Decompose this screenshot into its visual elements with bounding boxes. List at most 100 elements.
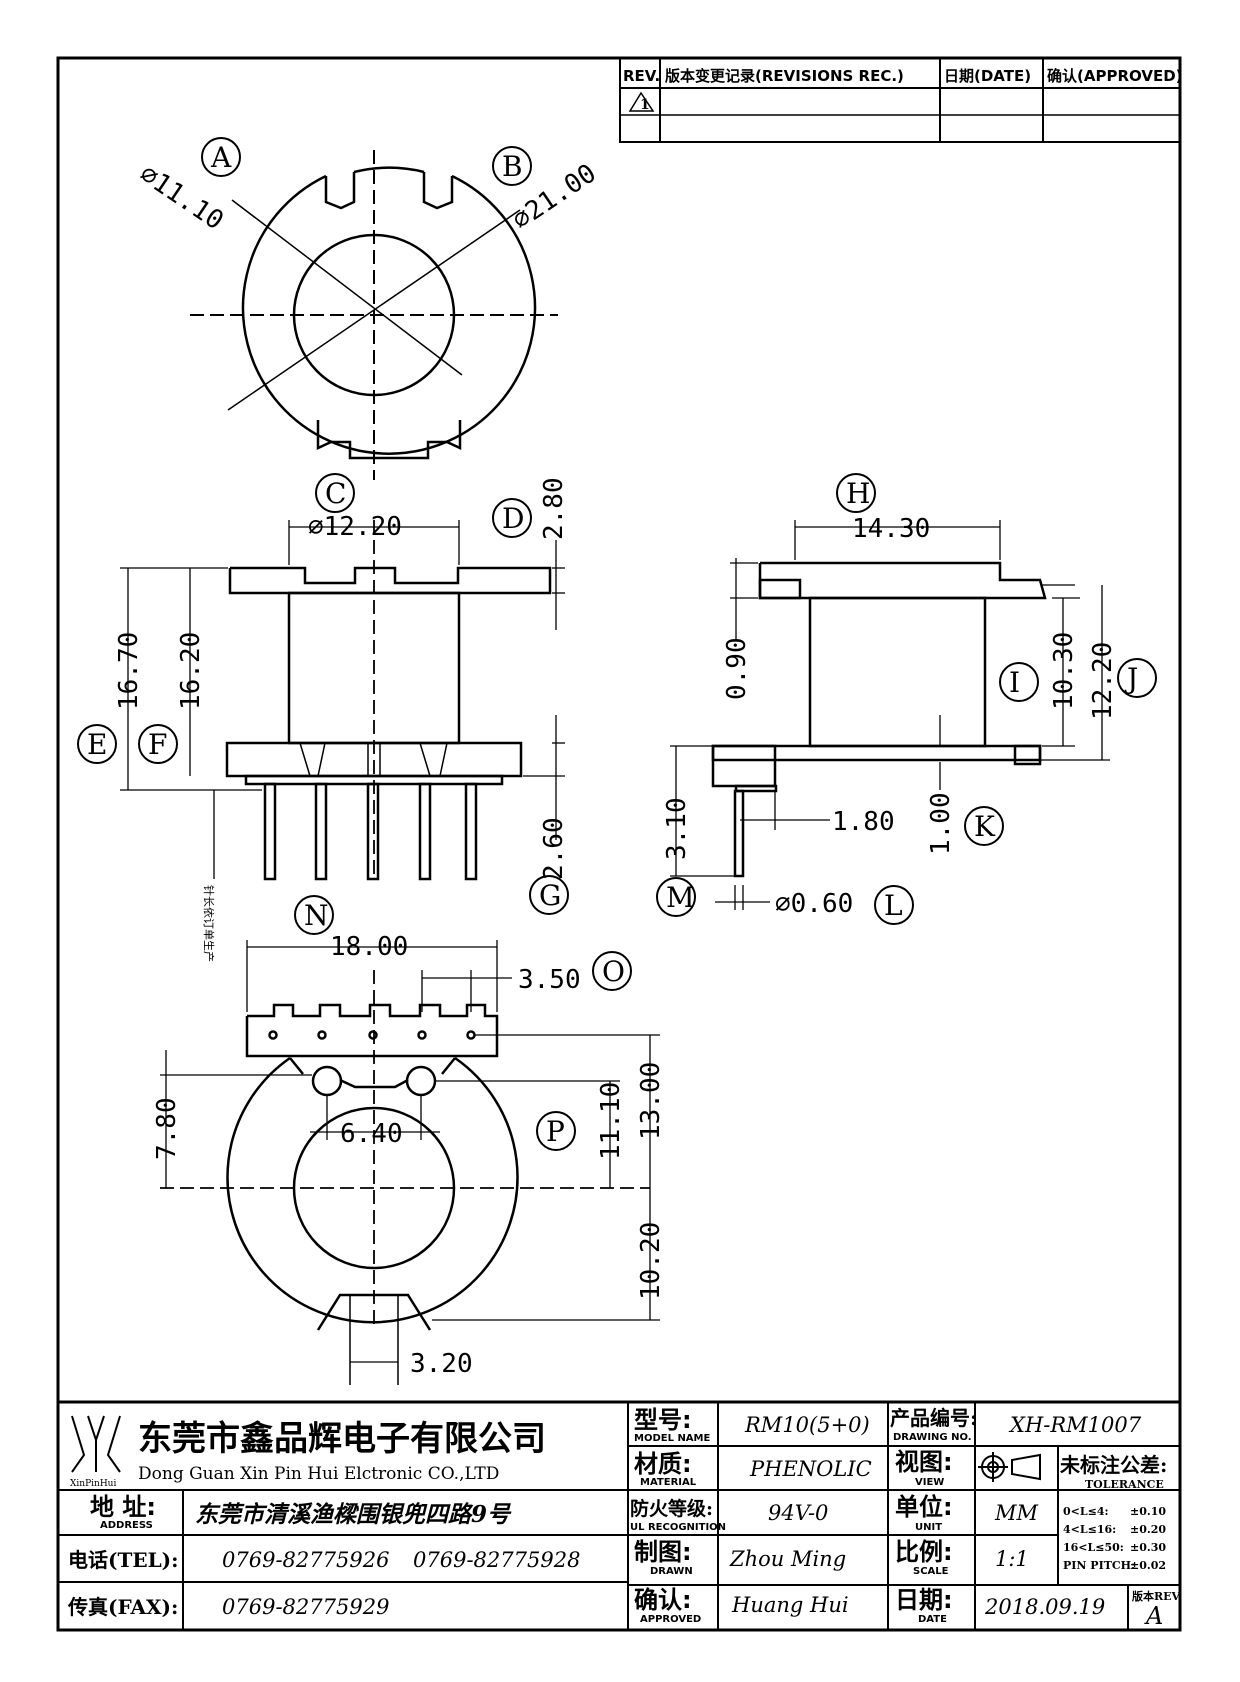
label-m: M xyxy=(666,881,695,914)
dim-upper-height: 11.10 xyxy=(596,1082,626,1160)
dim-flange-thickness: 2.80 xyxy=(539,477,569,540)
revision-mark: 1 xyxy=(640,97,650,113)
material-label-en: MATERIAL xyxy=(640,1477,697,1488)
label-a: A xyxy=(210,141,232,174)
label-o: O xyxy=(602,955,625,988)
version-label: 版本REV. xyxy=(1132,1589,1182,1603)
approved-label: 确认: xyxy=(634,1586,692,1614)
company-name-en: Dong Guan Xin Pin Hui Elctronic CO.,LTD xyxy=(138,1464,499,1484)
tolerance-value-2: ±0.20 xyxy=(1130,1523,1166,1536)
material-label: 材质: xyxy=(634,1450,692,1478)
drawing-no-label-en: DRAWING NO. xyxy=(893,1432,972,1443)
label-k: K xyxy=(974,810,996,843)
model-label-en: MODEL NAME xyxy=(634,1433,710,1444)
flame-label: 防火等级: xyxy=(630,1497,713,1520)
rev-header: REV. xyxy=(623,67,660,85)
approved-value: Huang Hui xyxy=(731,1593,849,1617)
fax-label: 传真(FAX): xyxy=(67,1595,178,1619)
bottom-view xyxy=(160,940,660,1385)
flame-value: 94V-0 xyxy=(768,1501,828,1525)
unit-value: MM xyxy=(994,1501,1039,1525)
dim-barrel-diameter: ⌀12.20 xyxy=(308,512,402,542)
label-h: H xyxy=(846,477,870,510)
revision-triangle-icon xyxy=(628,91,655,112)
flame-label-en: UL RECOGNITION xyxy=(630,1522,726,1533)
version-value: A xyxy=(1144,1602,1163,1630)
label-f: F xyxy=(148,728,167,761)
label-n: N xyxy=(304,899,329,932)
scale-label-en: SCALE xyxy=(913,1566,949,1577)
address-label-en: ADDRESS xyxy=(100,1520,153,1531)
tolerance-label-en: TOLERANCE xyxy=(1085,1478,1164,1491)
tel-value-1: 0769-82775926 xyxy=(222,1548,389,1572)
tolerance-range-4: PIN PITCH: xyxy=(1063,1559,1135,1572)
dim-bottom-width: 18.00 xyxy=(330,932,408,962)
dim-inner-height: 10.30 xyxy=(1049,632,1079,710)
tolerance-value-1: ±0.10 xyxy=(1130,1505,1166,1518)
scale-label: 比例: xyxy=(895,1538,953,1566)
tolerance-range-1: 0<L≤4: xyxy=(1063,1505,1109,1518)
address-value: 东莞市清溪渔樑围银兜四路9号 xyxy=(195,1501,512,1528)
tolerance-range-3: 16<L≤50: xyxy=(1063,1541,1124,1554)
pin-length-note: 针长依订单生产 xyxy=(202,885,216,962)
tolerance-label: 未标注公差: xyxy=(1060,1453,1167,1477)
unit-label: 单位: xyxy=(895,1493,953,1521)
drawing-no-label: 产品编号: xyxy=(890,1406,977,1430)
tel-value-2: 0769-82775928 xyxy=(413,1548,580,1572)
drawn-value: Zhou Ming xyxy=(729,1547,846,1571)
view-label: 视图: xyxy=(895,1448,953,1476)
dim-body-height: 16.20 xyxy=(176,632,206,710)
front-view xyxy=(120,520,565,881)
date-label-en: DATE xyxy=(918,1614,947,1625)
label-e: E xyxy=(87,728,107,761)
revision-table: REV. 版本变更记录(REVISIONS REC.) 日期(DATE) 确认(… xyxy=(619,57,1183,143)
date-label: 日期: xyxy=(895,1586,953,1614)
unit-label-en: UNIT xyxy=(915,1522,942,1533)
drawing-no-value: XH-RM1007 xyxy=(1008,1413,1142,1437)
dim-slot-width: 3.20 xyxy=(410,1349,473,1379)
scale-value: 1:1 xyxy=(995,1547,1029,1571)
dim-pin-step: 1.80 xyxy=(832,807,895,837)
label-i: I xyxy=(1009,666,1020,699)
label-d: D xyxy=(502,502,524,535)
logo-text: XinPinHui xyxy=(70,1479,116,1489)
dim-offset: 7.80 xyxy=(152,1097,182,1160)
projection-symbol-icon xyxy=(978,1452,1041,1482)
company-logo xyxy=(71,1415,121,1473)
dim-total-height: 12.20 xyxy=(1088,642,1118,720)
drawing-border xyxy=(56,56,1182,1632)
dim-hole-span: 6.40 xyxy=(340,1119,403,1149)
dim-pin-diameter: ⌀0.60 xyxy=(775,889,853,919)
tolerance-value-4: ±0.02 xyxy=(1130,1559,1166,1572)
dim-pin-pitch: 3.50 xyxy=(518,965,581,995)
dim-pin-length: 2.60 xyxy=(539,817,569,880)
side-view xyxy=(670,520,1110,910)
tel-label: 电话(TEL): xyxy=(68,1548,179,1572)
dim-top-thickness: 0.90 xyxy=(722,637,752,700)
tolerance-value-3: ±0.30 xyxy=(1130,1541,1166,1554)
dim-lower-height: 10.20 xyxy=(636,1222,666,1300)
dim-total-height-bottom: 13.00 xyxy=(636,1062,666,1140)
label-g: G xyxy=(539,879,561,912)
revision-approved-header: 确认(APPROVED) xyxy=(1047,67,1183,85)
view-label-en: VIEW xyxy=(915,1477,944,1488)
approved-label-en: APPROVED xyxy=(640,1614,701,1625)
label-j: J xyxy=(1124,662,1138,695)
date-value: 2018.09.19 xyxy=(984,1595,1105,1619)
dim-overall-height: 16.70 xyxy=(114,632,144,710)
label-l: L xyxy=(884,889,903,922)
label-c: C xyxy=(325,477,346,510)
revision-date-header: 日期(DATE) xyxy=(944,67,1031,85)
dim-flange-width: 14.30 xyxy=(852,514,930,544)
address-label: 地 址: xyxy=(90,1493,156,1521)
drawn-label-en: DRAWN xyxy=(650,1566,693,1577)
top-view xyxy=(190,150,558,480)
label-p: P xyxy=(546,1115,565,1148)
tolerance-range-2: 4<L≤16: xyxy=(1063,1523,1116,1536)
dim-pin-block: 3.10 xyxy=(662,797,692,860)
drawn-label: 制图: xyxy=(634,1538,692,1566)
dim-bottom-thickness: 1.00 xyxy=(926,792,956,855)
title-block xyxy=(56,1400,1182,1632)
fax-value: 0769-82775929 xyxy=(222,1595,389,1619)
